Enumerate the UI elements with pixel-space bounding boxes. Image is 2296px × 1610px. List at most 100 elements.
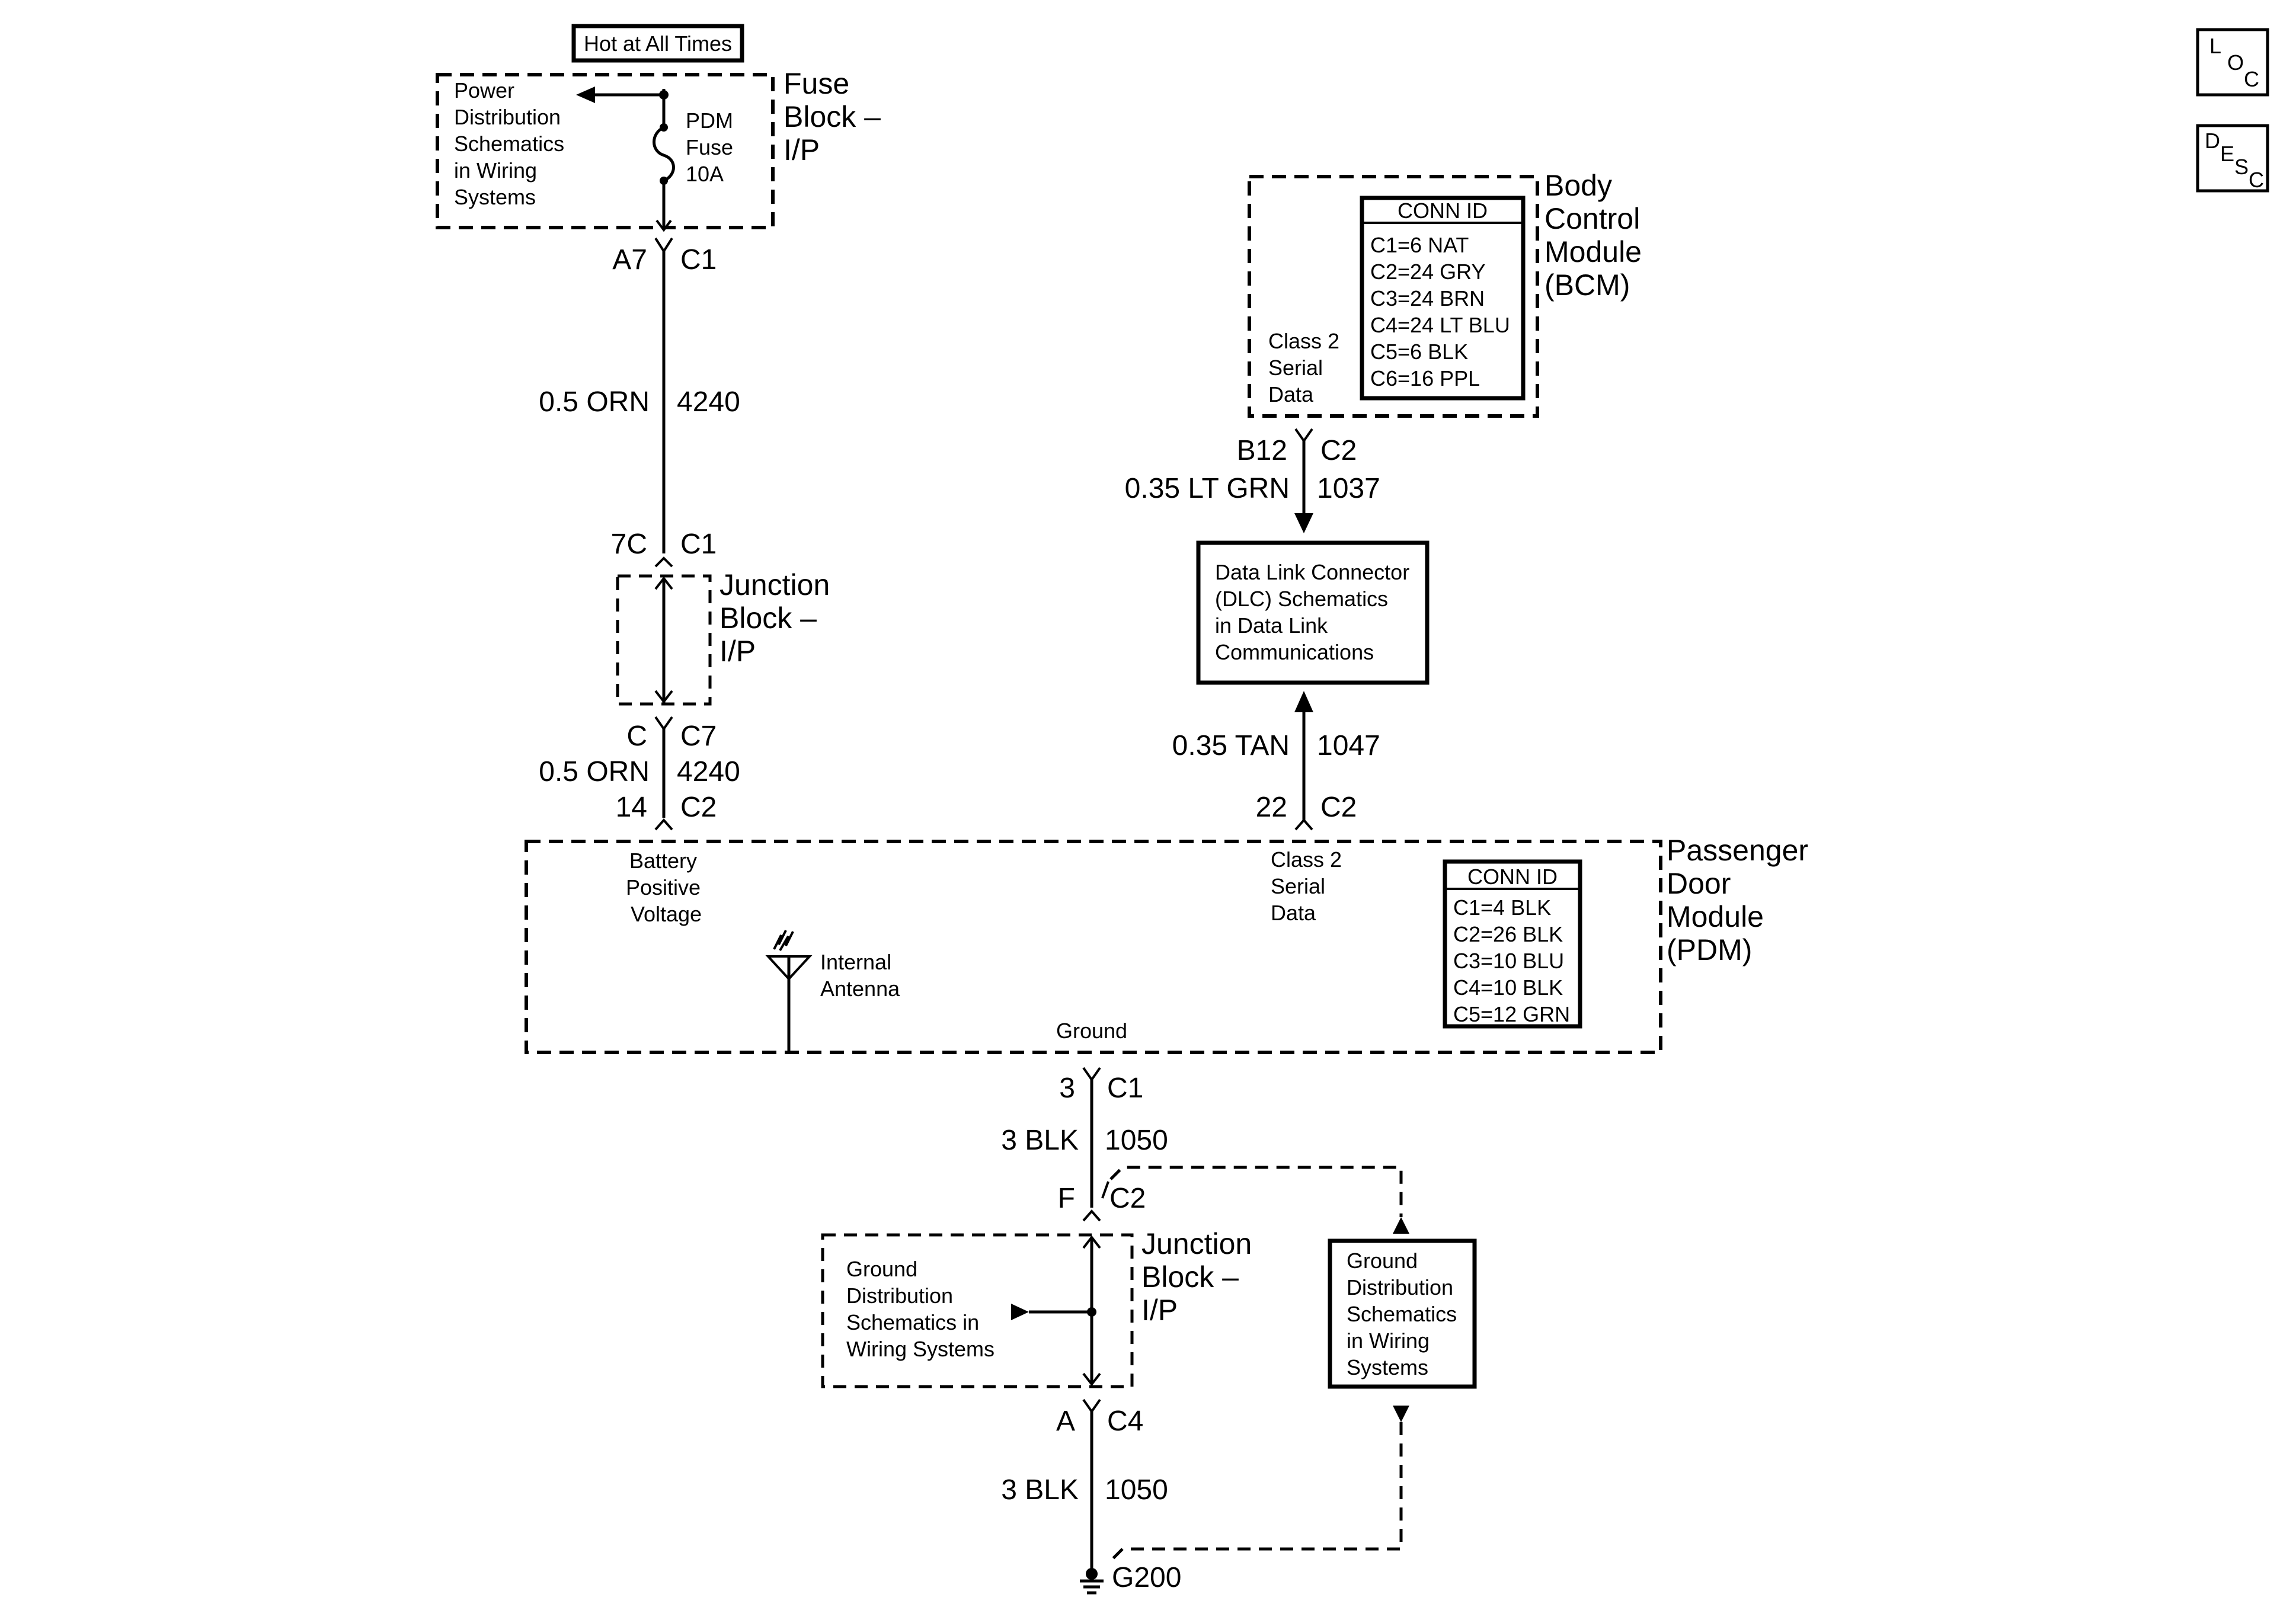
pdm-outline (525, 840, 1662, 1054)
arrow-up-icon (1082, 1235, 1101, 1249)
svg-text:C7: C7 (680, 721, 717, 752)
junction-block-top-title: Junction Block – I/P (720, 568, 838, 668)
wire-1050-bottom-gauge: 3 BLK (1001, 1474, 1079, 1506)
data-link-connector-box: Data Link Connector (DLC) Schematics in … (1196, 540, 1430, 685)
arrow-up-icon (654, 576, 673, 590)
arrow-up-icon (1294, 691, 1313, 712)
svg-text:7C: 7C (611, 529, 647, 560)
desc-icon[interactable]: D E S C (2196, 124, 2269, 193)
wire-4240-top-circuit: 4240 (677, 386, 740, 418)
svg-text:C2: C2 (680, 792, 717, 823)
pdm-ground-label: Ground (1056, 1019, 1127, 1043)
bcm-serial-data-label: Class 2 Serial Data (1268, 329, 1345, 406)
pdm-fuse-label: PDM Fuse 10A (686, 108, 739, 186)
fuse-block-outline (436, 73, 775, 229)
passenger-door-module: Battery Positive Voltage Class 2 Serial … (525, 834, 1817, 1054)
svg-text:C: C (2244, 67, 2259, 91)
svg-text:O: O (2227, 50, 2244, 75)
hot-at-all-times-box (571, 24, 744, 63)
fuse-block-title: Fuse Block – I/P (784, 67, 889, 167)
connector-f-c2: F C2 (1058, 1181, 1146, 1222)
junction-block-top-outline (616, 574, 712, 706)
ground-g200-label: G200 (1112, 1562, 1181, 1593)
arrow-down-icon (1082, 1372, 1101, 1387)
wire-1047-circuit: 1047 (1317, 730, 1380, 761)
svg-text:E: E (2220, 142, 2234, 166)
bcm-conn-id-header: CONN ID (1398, 199, 1488, 223)
wire-4240-bottom-circuit: 4240 (677, 756, 740, 788)
bcm-outline (1248, 175, 1539, 418)
pdm-conn-id-rows: C1=4 BLK C2=26 BLK C3=10 BLU C4=10 BLK C… (1453, 895, 1570, 1026)
ground-distribution-box: Ground Distribution Schematics in Wiring… (1328, 1238, 1477, 1389)
power-distribution-label: Power Distribution Schematics in Wiring … (454, 78, 570, 209)
connector-7c-c1: 7C C1 (611, 529, 717, 568)
svg-text:C2: C2 (1320, 792, 1357, 823)
ground-distribution-box-outline (1328, 1238, 1477, 1389)
body-control-module: CONN ID C1=6 NAT C2=24 GRY C3=24 BRN C4=… (1248, 169, 1650, 418)
connector-a7-c1: A7 C1 (612, 237, 717, 553)
hot-at-all-times-label: Hot at All Times (584, 31, 732, 56)
pdm-conn-id-header: CONN ID (1467, 865, 1558, 889)
svg-text:14: 14 (616, 792, 647, 823)
ground-distribution-label: Ground Distribution Schematics in Wiring… (1347, 1249, 1463, 1379)
ground-icon (1080, 1568, 1104, 1595)
pdm-title: Passenger Door Module (PDM) (1667, 834, 1817, 966)
svg-text:22: 22 (1256, 792, 1287, 823)
svg-text:B12: B12 (1237, 435, 1287, 466)
wire-1037-gauge: 0.35 LT GRN (1125, 473, 1290, 504)
svg-text:A7: A7 (612, 244, 647, 276)
junction-block-top: Junction Block – I/P (616, 568, 838, 706)
arrow-up-icon (1393, 1217, 1409, 1234)
arrow-right-icon (1011, 1304, 1029, 1320)
connector-14-c2: 14 C2 (616, 792, 717, 831)
connector-c-c7: C C7 (626, 716, 717, 818)
pdm-antenna-label: Internal Antenna (820, 950, 900, 1001)
loc-icon[interactable]: L O C (2196, 28, 2269, 97)
arrow-down-icon (654, 690, 673, 704)
svg-text:C2: C2 (1109, 1183, 1146, 1214)
bcm-conn-id-table (1360, 196, 1526, 401)
ground-distribution-inner-label: Ground Distribution Schematics in Wiring… (846, 1257, 994, 1361)
svg-text:S: S (2234, 155, 2249, 179)
pdm-battery-positive-label: Battery Positive Voltage (626, 849, 706, 926)
svg-text:C: C (2249, 168, 2264, 192)
arrow-left-icon (576, 87, 595, 103)
svg-text:C2: C2 (1320, 435, 1357, 466)
svg-text:3: 3 (1059, 1073, 1075, 1104)
wire-1050-top-circuit: 1050 (1105, 1125, 1168, 1156)
arrow-down-icon (1393, 1406, 1409, 1422)
junction-block-bottom: Ground Distribution Schematics in Wiring… (821, 1227, 1260, 1388)
fuse-block: Hot at All Times Power Distribution Sche… (436, 24, 889, 232)
svg-text:C1: C1 (1107, 1073, 1143, 1104)
wire-4240-top-gauge: 0.5 ORN (539, 386, 650, 418)
junction-block-bottom-title: Junction Block – I/P (1141, 1227, 1260, 1327)
ground-distribution-link (1109, 1166, 1409, 1562)
connector-3-c1: 3 C1 (1059, 1067, 1143, 1104)
wire-1050-bottom-circuit: 1050 (1105, 1474, 1168, 1506)
svg-text:A: A (1056, 1406, 1075, 1437)
svg-text:C: C (626, 721, 647, 752)
svg-text:L: L (2209, 34, 2221, 58)
bcm-title: Body Control Module (BCM) (1544, 169, 1650, 302)
bcm-conn-id-rows: C1=6 NAT C2=24 GRY C3=24 BRN C4=24 LT BL… (1370, 233, 1516, 391)
pdm-serial-data-label: Class 2 Serial Data (1271, 847, 1348, 925)
wire-1047-gauge: 0.35 TAN (1172, 730, 1290, 761)
arrow-down-icon (1294, 513, 1313, 533)
svg-text:C1: C1 (680, 244, 717, 276)
wire-1037-circuit: 1037 (1317, 473, 1380, 504)
svg-text:D: D (2205, 129, 2220, 153)
svg-text:C1: C1 (680, 529, 717, 560)
connector-a-c4: A C4 (1056, 1398, 1143, 1437)
wire-4240-bottom-gauge: 0.5 ORN (539, 756, 650, 788)
svg-text:F: F (1058, 1183, 1075, 1214)
antenna-icon (765, 930, 813, 1052)
dlc-box (1196, 540, 1430, 685)
svg-text:C4: C4 (1107, 1406, 1143, 1437)
dlc-label: Data Link Connector (DLC) Schematics in … (1215, 560, 1415, 664)
splice-dot-icon (1087, 1307, 1096, 1317)
connector-b12-c2: B12 C2 (1237, 428, 1357, 466)
fuse-icon (653, 126, 675, 183)
connector-22-c2: 22 C2 (1256, 792, 1357, 831)
wire-1050-top-gauge: 3 BLK (1001, 1125, 1079, 1156)
